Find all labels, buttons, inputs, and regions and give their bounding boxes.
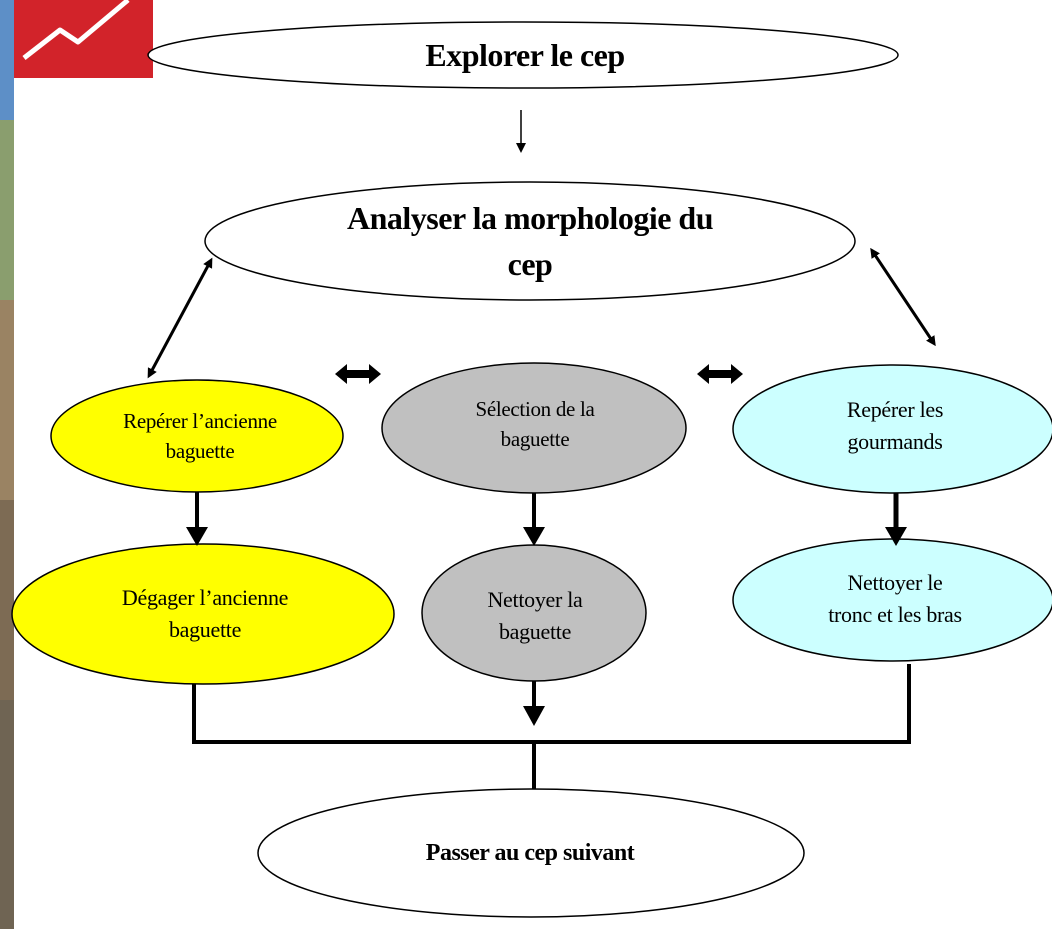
arrow-left-middle-link: [335, 364, 381, 384]
node-degager-line2: baguette: [168, 617, 242, 642]
node-nettoyer-baguette-label: Nettoyer la baguette: [430, 570, 640, 662]
arrow-gourmands-to-tronc: [885, 493, 907, 546]
node-nettoyer-baguette-line2: baguette: [498, 619, 572, 644]
node-nettoyer-baguette-line1: Nettoyer la: [487, 587, 583, 613]
node-selection-line1: Sélection de la: [475, 396, 595, 421]
node-explorer-ellipse: [147, 21, 899, 89]
node-analyser-label: Analyser la morphologie du cep: [240, 184, 820, 298]
node-explorer-text: Explorer le cep: [425, 36, 625, 73]
node-reperer-gourmands-line2: gourmands: [847, 429, 943, 454]
node-passer-label: Passer au cep suivant: [300, 828, 760, 878]
node-analyser-ellipse: [204, 181, 856, 301]
node-explorer-label: Explorer le cep: [180, 30, 870, 80]
node-degager-label: Dégager l’ancienne baguette: [40, 568, 370, 660]
node-nettoyer-tronc-line1: Nettoyer le: [847, 570, 943, 596]
node-nettoyer-tronc-label: Nettoyer le tronc et les bras: [760, 553, 1030, 645]
node-reperer-ancienne-line2: baguette: [165, 439, 235, 463]
node-analyser-line1: Analyser la morphologie du: [347, 199, 714, 236]
node-reperer-gourmands-ellipse: [732, 364, 1052, 494]
arrow-analyser-reperer-ancienne: [147, 257, 213, 379]
node-reperer-gourmands-line1: Repérer les: [846, 397, 944, 423]
node-degager-line1: Dégager l’ancienne: [121, 585, 289, 611]
node-selection-label: Sélection de la baguette: [400, 378, 670, 470]
arrow-selection-to-nettoyer: [523, 493, 545, 546]
node-reperer-ancienne-line1: Repérer l’ancienne: [123, 408, 277, 433]
arrow-right-middle-link: [697, 364, 743, 384]
arrow-reperer-to-degager: [186, 492, 208, 546]
node-reperer-gourmands-label: Repérer les gourmands: [760, 380, 1030, 472]
node-analyser-line2: cep: [507, 246, 553, 282]
node-reperer-ancienne-label: Repérer l’ancienne baguette: [60, 390, 340, 482]
node-selection-line2: baguette: [500, 427, 570, 451]
merge-connector: [192, 664, 911, 789]
node-passer-text: Passer au cep suivant: [425, 839, 635, 866]
node-nettoyer-tronc-line2: tronc et les bras: [828, 602, 962, 627]
arrow-analyser-reperer-gourmands: [870, 247, 936, 347]
node-degager-ellipse: [11, 543, 395, 685]
photo-strip-left: [0, 0, 14, 929]
logo-icon: [14, 0, 153, 78]
node-passer-ellipse: [257, 788, 805, 918]
